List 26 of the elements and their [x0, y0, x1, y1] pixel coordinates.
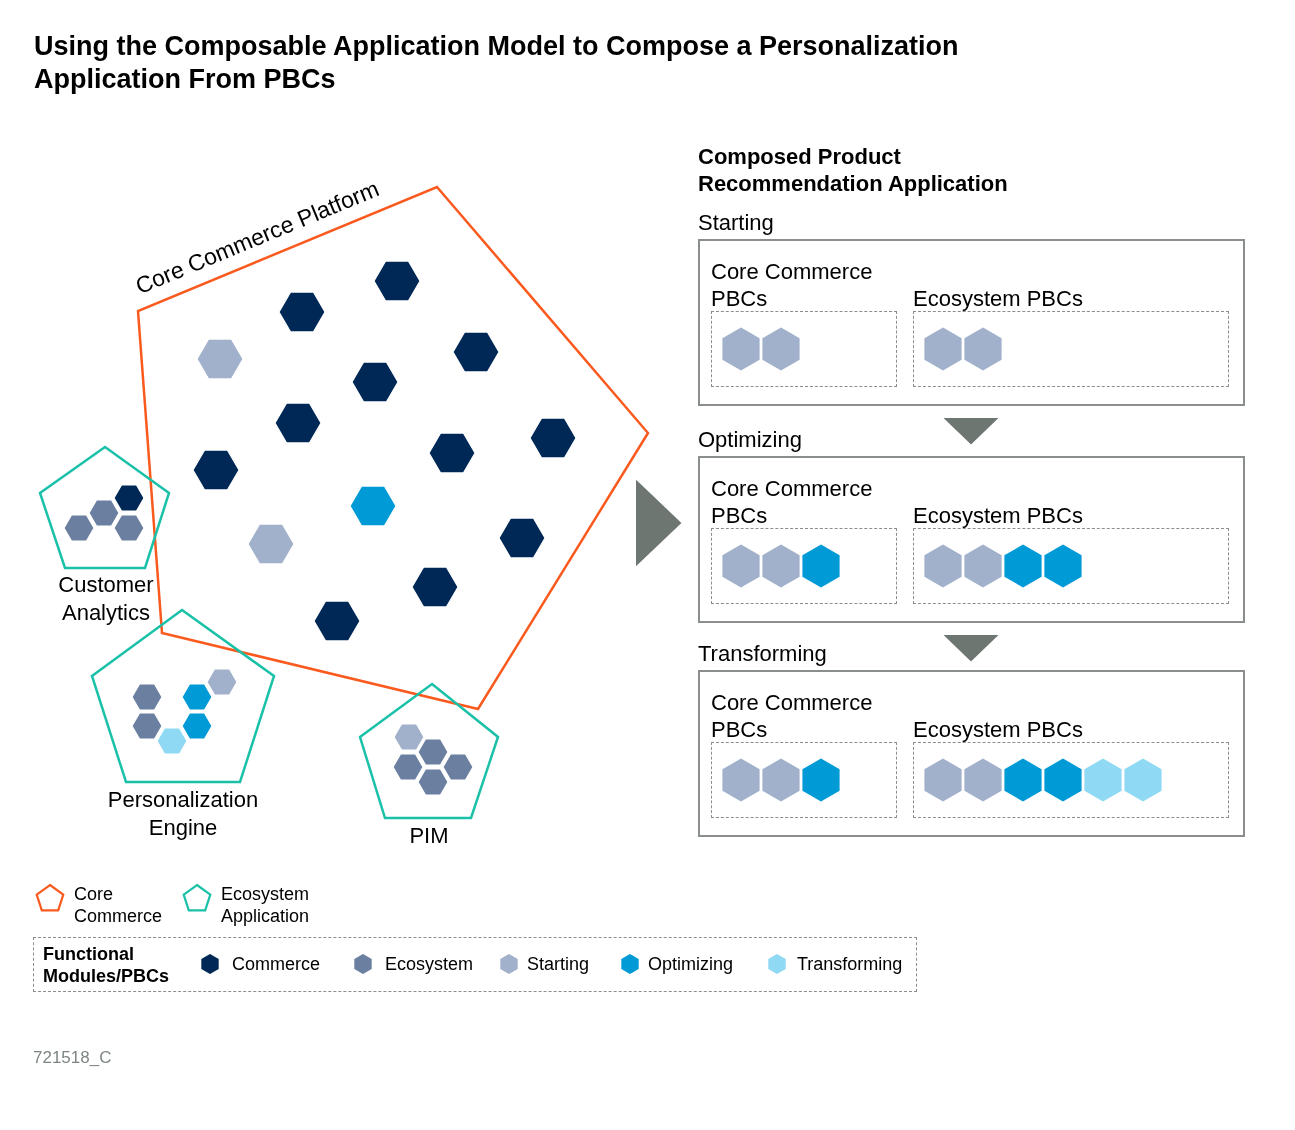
application-label: Personalization Engine: [106, 786, 260, 842]
pbc-group-label: Ecosystem PBCs: [913, 716, 1084, 743]
pbc-group-label: Core Commerce PBCs: [711, 258, 874, 312]
legend-text: Ecosystem: [385, 953, 474, 975]
pbc-group-label: Ecosystem PBCs: [913, 285, 1084, 312]
flow-arrow: [943, 635, 999, 662]
legend-text: Transforming: [797, 953, 903, 975]
application-label: Customer Analytics: [57, 571, 155, 627]
diagram-title: Using the Composable Application Model to Compose a Personalization Application From PBCs: [34, 30, 960, 96]
application-label: PIM: [408, 822, 450, 850]
legend-text: Commerce: [232, 953, 320, 975]
pbc-group-label: Ecosystem PBCs: [913, 502, 1084, 529]
flow-arrow: [943, 418, 999, 445]
pbc-group-label: Core Commerce PBCs: [711, 689, 874, 743]
stage-heading: Starting: [698, 209, 774, 236]
legend-text: Core Commerce: [74, 883, 163, 927]
figure-id: 721518_C: [33, 1047, 112, 1069]
legend-text: Ecosystem Application: [221, 883, 311, 927]
legend-heading: Functional Modules/PBCs: [43, 943, 171, 987]
stage-heading: Transforming: [698, 640, 827, 667]
legend-text: Starting: [527, 953, 590, 975]
pbc-group-label: Core Commerce PBCs: [711, 475, 874, 529]
flow-arrow: [636, 479, 682, 567]
section-heading: Composed Product Recommendation Application: [698, 143, 1009, 197]
stage-heading: Optimizing: [698, 426, 802, 453]
legend-text: Optimizing: [648, 953, 734, 975]
